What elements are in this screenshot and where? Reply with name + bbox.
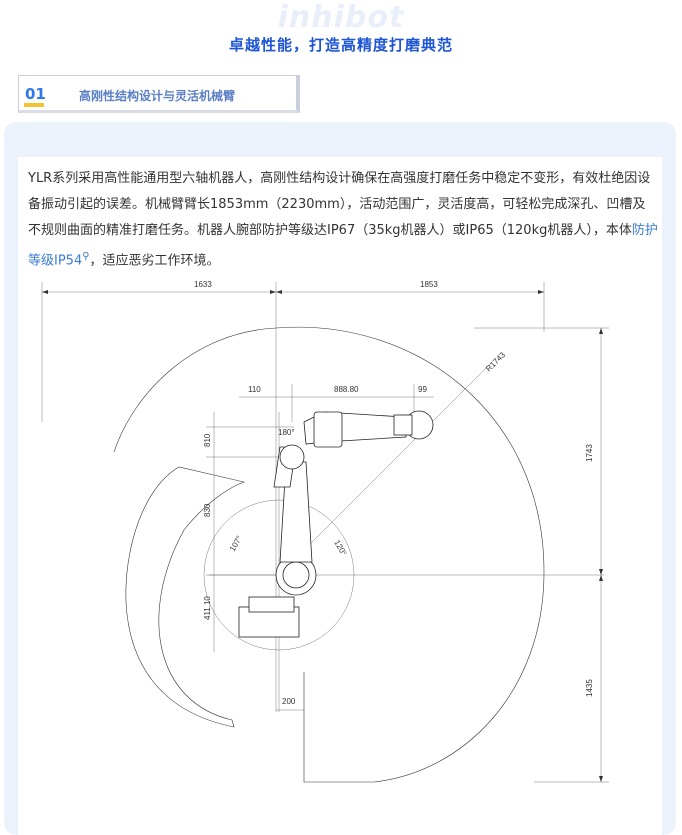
robot-arm-drawing xyxy=(238,410,434,638)
dim-888: 888.80 xyxy=(334,385,359,394)
page-title: 卓越性能，打造高精度打磨典范 xyxy=(228,36,453,54)
robot-workspace-diagram: 1633 1853 R1743 1743 1435 110 888.80 99 … xyxy=(41,280,609,783)
dim-107: 107° xyxy=(228,534,244,553)
search-icon[interactable]: ⚲ xyxy=(82,251,90,262)
workspace-envelope xyxy=(125,466,246,728)
protection-level-link[interactable]: 防护等级IP54 xyxy=(28,223,658,269)
content-card xyxy=(18,157,662,835)
dim-1743: 1743 xyxy=(585,444,594,462)
description-text-after: ，适应恶劣工作环境。 xyxy=(89,253,220,269)
dim-810: 810 xyxy=(203,433,212,447)
dim-411: 411.10 xyxy=(203,596,212,620)
section-label: 高刚性结构设计与灵活机械臂 xyxy=(79,89,236,103)
dim-830: 830 xyxy=(203,503,212,517)
section-number: 01 xyxy=(25,85,46,103)
dim-left-width: 1633 xyxy=(194,280,212,289)
dim-180: 180° xyxy=(278,428,295,437)
brand-watermark: inhibot xyxy=(277,0,405,35)
dim-200: 200 xyxy=(282,697,296,706)
dim-99: 99 xyxy=(418,385,427,394)
dim-1435: 1435 xyxy=(585,679,594,697)
section-number-underline xyxy=(24,103,44,107)
description-paragraph: YLR系列采用高性能通用型六轴机器人，高刚性结构设计确保在高强度打磨任务中稳定不… xyxy=(28,166,658,274)
dim-radius: R1743 xyxy=(484,350,507,373)
dim-110: 110 xyxy=(248,385,261,394)
section-header: 01 高刚性结构设计与灵活机械臂 xyxy=(18,75,300,113)
workspace-outer-arc xyxy=(275,326,545,783)
top-dimension: 1633 1853 xyxy=(41,280,545,712)
dim-right-width: 1853 xyxy=(420,280,438,289)
description-text-before: YLR系列采用高性能通用型六轴机器人，高刚性结构设计确保在高强度打磨任务中稳定不… xyxy=(28,171,651,238)
